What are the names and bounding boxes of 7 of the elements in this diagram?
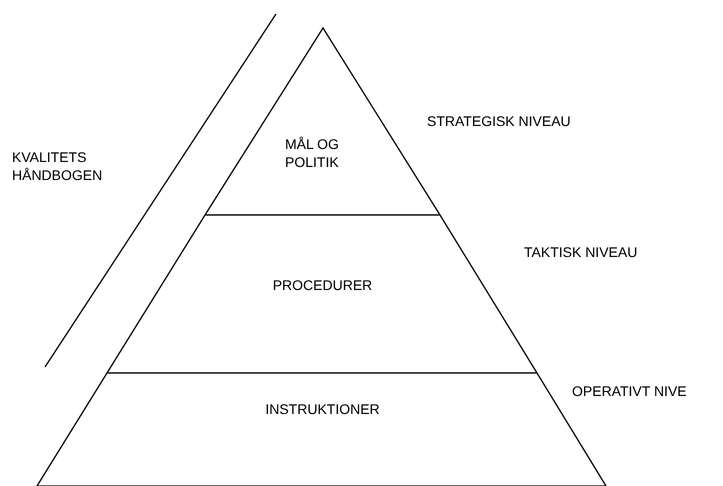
section-title: KVALITETS HÅNDBOGEN — [12, 148, 104, 184]
level-label: MÅL OG POLITIK — [285, 135, 340, 171]
level-annotation: OPERATIVT NIVE — [572, 383, 687, 399]
level-annotation: TAKTISK NIVEAU — [524, 244, 638, 260]
level-label: PROCEDURER — [272, 276, 374, 294]
level-label: INSTRUKTIONER — [264, 400, 381, 418]
level-annotation: STRATEGISK NIVEAU — [427, 113, 571, 129]
